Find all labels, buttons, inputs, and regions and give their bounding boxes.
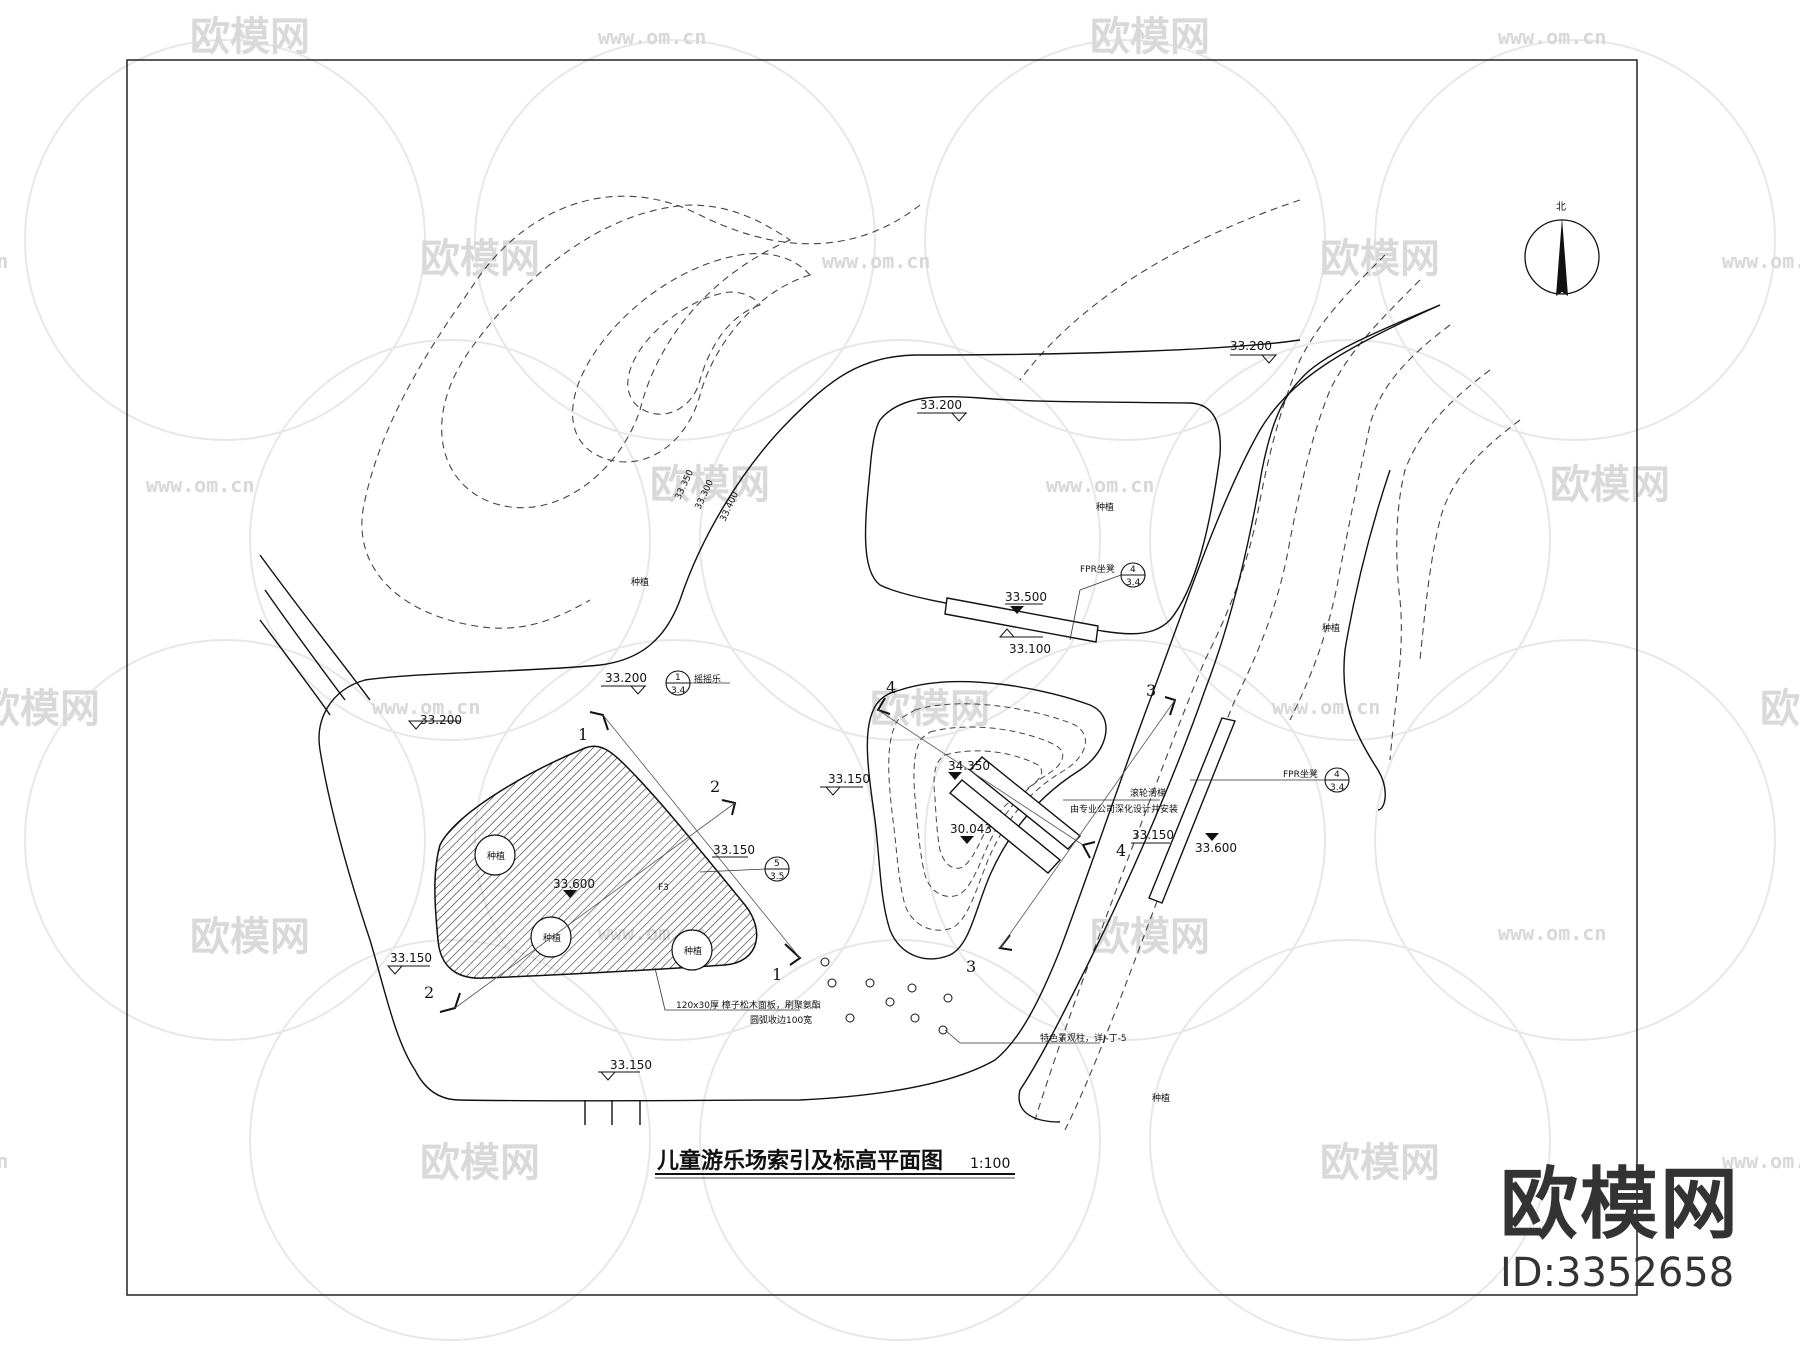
tree-label: 种植: [543, 932, 561, 944]
elevation-label: 33.200: [420, 713, 462, 727]
detail-ref-number: 4: [1130, 565, 1136, 575]
brand-id: ID:3352658: [1499, 1250, 1735, 1296]
elevation-label: 33.200: [1230, 339, 1272, 353]
watermark-text: 欧模网: [190, 14, 310, 60]
planting-label: 种植: [1096, 501, 1114, 513]
play-equipment: [944, 597, 1236, 904]
drawing-frame: [126, 59, 1638, 1296]
watermark-text: 欧模网: [1550, 462, 1670, 508]
watermark-url: www.om.cn: [1498, 921, 1606, 945]
mound-contours: [888, 703, 1086, 931]
elevation-label: 33.500: [1005, 590, 1047, 604]
tree-label: 种植: [684, 945, 702, 957]
detail-ref-sheet: 3.4: [671, 686, 686, 696]
watermark-text: 欧模网: [1320, 1140, 1440, 1186]
detail-ref-sheet: 3.4: [1330, 783, 1345, 793]
watermark-url: www.om.cn: [598, 25, 706, 49]
section-number: 4: [886, 678, 896, 697]
watermark-text: 欧模网: [1760, 686, 1800, 732]
section-lines: [454, 699, 1176, 1009]
elevation-label: 33.600: [553, 877, 595, 891]
timber-deck: [434, 745, 758, 979]
slide-label: 滚轮滑梯: [1130, 787, 1166, 799]
watermark-url: www.om.cn: [0, 1149, 8, 1173]
watermark-text: 欧模网: [1090, 914, 1210, 960]
detail-ref-sheet: 3.4: [1126, 578, 1141, 588]
watermark-layer: 欧模网 欧模网 欧模网 欧模网 欧模网 欧模网 欧模网 欧模网 欧模网 欧模网 …: [0, 14, 1800, 1341]
elevation-label: 33.150: [1132, 828, 1174, 842]
drawing-title: 儿童游乐场索引及标高平面图: [656, 1148, 943, 1174]
planting-label: 种植: [1152, 1092, 1170, 1104]
leader-lines: [654, 574, 1325, 1044]
slide-label: 由专业公司深化设计并安装: [1070, 803, 1178, 815]
bollard-label: 特色景观柱，详J-丁-5: [1040, 1032, 1127, 1044]
brand-watermark: 欧模网 ID:3352658: [1500, 1160, 1740, 1296]
planting-label: 种植: [1322, 622, 1340, 634]
watermark-text: 欧模网: [420, 1140, 540, 1186]
elevation-label: 33.150: [713, 843, 755, 857]
elevation-label: 34.350: [948, 759, 990, 773]
bollard-symbols: [820, 957, 953, 1035]
watermark-text: 欧模网: [1320, 236, 1440, 282]
north-arrow-icon: 北: [1524, 201, 1600, 296]
tree-symbols: [474, 834, 713, 971]
deck-note: 120x30厚 樟子松木面板，刷聚氨酯: [676, 999, 821, 1011]
section-number: 1: [578, 725, 588, 744]
watermark-text: 欧模网: [0, 686, 100, 732]
swing-label: 摇摇乐: [694, 673, 721, 685]
tree-label: 种植: [487, 850, 505, 862]
watermark-url: www.om.cn: [146, 473, 254, 497]
elevation-arrows: [563, 606, 1219, 898]
detail-ref-bubbles: [665, 562, 1350, 882]
watermark-text: 欧模网: [1090, 14, 1210, 60]
site-outlines: [259, 304, 1441, 1125]
elevation-label: 33.600: [1195, 841, 1237, 855]
drawing-scale: 1:100: [970, 1156, 1010, 1172]
section-number: 3: [1146, 681, 1156, 700]
section-number: 2: [424, 983, 434, 1002]
elevation-label: 33.100: [1009, 642, 1051, 656]
section-number: 1: [772, 965, 782, 984]
planting-label: 种植: [631, 576, 649, 588]
fpr-bench-label: FPR坐凳: [1080, 564, 1115, 575]
elevation-label: 33.150: [390, 951, 432, 965]
elevation-label: 33.150: [828, 772, 870, 786]
watermark-text: 欧模网: [650, 462, 770, 508]
elevation-label: 30.043: [950, 822, 992, 836]
stair-label: F3: [658, 883, 669, 893]
detail-ref-sheet: 3.5: [770, 872, 784, 882]
watermark-url: www.om.cn: [1046, 473, 1154, 497]
watermark-url: www.om.cn: [1272, 695, 1380, 719]
watermark-url: www.om.cn: [1722, 249, 1800, 273]
watermark-url: www.om.cn: [1722, 1149, 1800, 1173]
elevation-markers: [386, 354, 1278, 1081]
watermark-url: www.om.cn: [0, 249, 8, 273]
deck-note: 圆弧收边100宽: [750, 1014, 812, 1026]
contour-lines: [361, 195, 1521, 1131]
elevation-label: 33.150: [610, 1058, 652, 1072]
detail-ref-number: 1: [675, 673, 681, 683]
section-number: 3: [966, 957, 976, 976]
watermark-url: www.om.cn: [372, 695, 480, 719]
fpr-bench-label: FPR坐凳: [1283, 769, 1318, 780]
elevation-label: 33.200: [605, 671, 647, 685]
detail-ref-number: 4: [1334, 770, 1340, 780]
watermark-url: www.om.cn: [1498, 25, 1606, 49]
elevation-label: 33.200: [920, 398, 962, 412]
watermark-url: www.om.cn: [822, 249, 930, 273]
brand-name: 欧模网: [1499, 1160, 1740, 1250]
watermark-text: 欧模网: [190, 914, 310, 960]
detail-ref-number: 5: [774, 859, 780, 869]
section-number: 4: [1116, 841, 1126, 860]
section-number: 2: [710, 777, 720, 796]
north-label: 北: [1556, 201, 1566, 213]
